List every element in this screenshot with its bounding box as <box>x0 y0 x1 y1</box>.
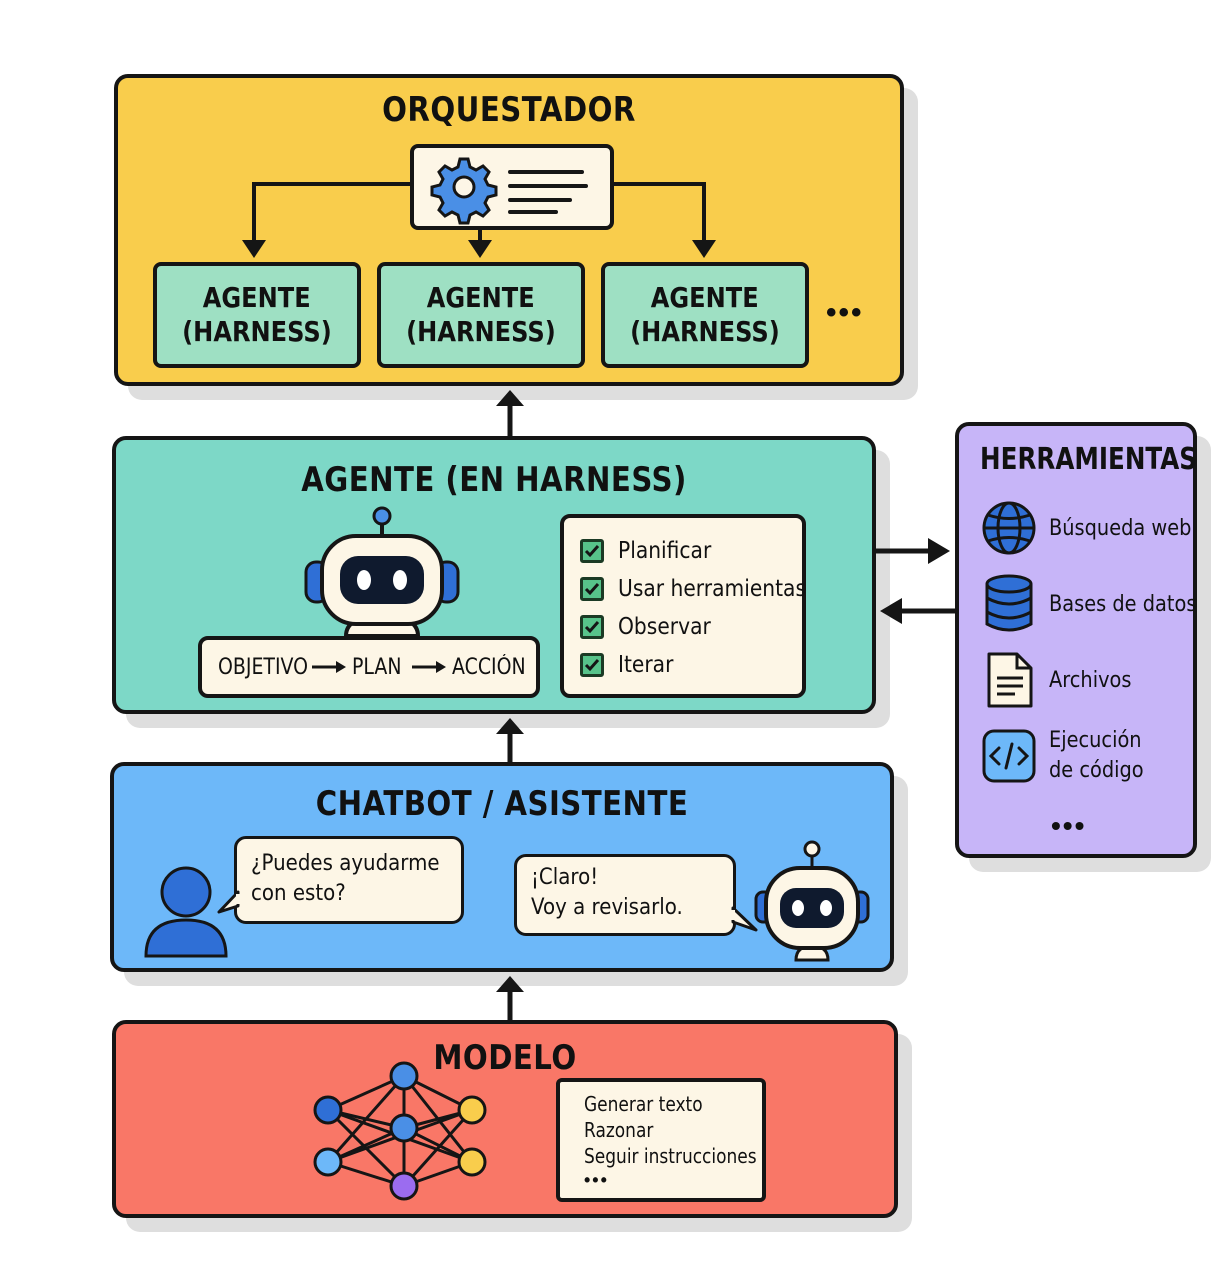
checkbox-checked-icon <box>580 653 604 677</box>
capability-item: Razonar <box>584 1118 654 1142</box>
checkbox-checked-icon <box>580 539 604 563</box>
agent-card-line2: (HARNESS) <box>406 315 556 348</box>
checklist-item: Observar <box>580 612 723 642</box>
agent-card-line1: AGENTE <box>203 281 311 314</box>
database-icon <box>985 574 1033 632</box>
tool-item-files: Archivos <box>981 650 1143 710</box>
tools-panel: HERRAMIENTAS Búsqueda web Bases de datos <box>955 422 1197 858</box>
user-message-bubble: ¿Puedes ayudarme con esto? <box>234 836 464 924</box>
arrow-model-to-chatbot <box>496 976 524 1020</box>
tool-item-databases: Bases de datos <box>981 574 1217 634</box>
bot-message-bubble: ¡Claro! Voy a revisarlo. <box>514 854 736 936</box>
user-message-line2: con esto? <box>251 881 346 906</box>
neural-network-icon <box>313 1061 487 1201</box>
arrow-tools-to-agent <box>880 598 956 624</box>
flow-step-goal: OBJETIVO <box>218 655 309 680</box>
capability-item: Generar texto <box>584 1092 703 1116</box>
tool-label-line1: Ejecución <box>1049 728 1142 753</box>
tool-label-line2: de código <box>1049 758 1144 783</box>
orchestrator-layer: ORQUESTADOR <box>114 74 904 386</box>
bot-message-line2: Voy a revisarlo. <box>531 895 683 920</box>
model-capabilities: Generar texto Razonar Seguir instruccion… <box>556 1078 766 1202</box>
tool-label: Archivos <box>1049 667 1132 693</box>
bot-message-line1: ¡Claro! <box>531 865 599 890</box>
orchestrator-control-card <box>410 144 614 230</box>
agent-card-line2: (HARNESS) <box>182 315 332 348</box>
checklist-label: Observar <box>618 614 711 640</box>
agent-checklist: Planificar Usar herramientas Observar It… <box>560 514 806 698</box>
model-layer: MODELO <box>112 1020 898 1218</box>
user-message-line1: ¿Puedes ayudarme <box>251 851 440 876</box>
model-title: MODELO <box>433 1038 577 1078</box>
chatbot-title: CHATBOT / ASISTENTE <box>315 784 689 824</box>
checklist-item: Usar herramientas <box>580 574 832 604</box>
tools-title: HERRAMIENTAS <box>980 442 1198 477</box>
code-icon <box>982 729 1036 783</box>
tool-label-two-line: Ejecución de código <box>1049 726 1157 786</box>
capabilities-ellipsis: ••• <box>584 1170 609 1190</box>
flow-step-plan: PLAN <box>352 655 402 680</box>
user-bubble-tail <box>217 890 240 914</box>
flow-arrows <box>312 661 446 673</box>
user-avatar-icon <box>144 866 228 958</box>
arrow-agent-to-orchestrator <box>496 390 524 438</box>
checkbox-checked-icon <box>580 577 604 601</box>
orchestrator-agent-card-1: AGENTE (HARNESS) <box>153 262 361 368</box>
checklist-item: Planificar <box>580 536 724 566</box>
goal-plan-action-flow: OBJETIVO PLAN ACCIÓN <box>198 636 540 698</box>
checkbox-checked-icon <box>580 615 604 639</box>
orchestrator-connectors <box>242 182 716 258</box>
chatbot-layer: CHATBOT / ASISTENTE ¿Puedes ayudarme con… <box>110 762 894 972</box>
tool-label: Bases de datos <box>1049 591 1197 617</box>
bot-bubble-tail <box>731 906 758 932</box>
lines-icon <box>508 170 588 214</box>
orchestrator-agent-card-2: AGENTE (HARNESS) <box>377 262 585 368</box>
agent-title: AGENTE (EN HARNESS) <box>301 460 687 500</box>
file-icon <box>987 652 1033 708</box>
tools-ellipsis: ••• <box>1051 810 1087 841</box>
checklist-item: Iterar <box>580 650 681 680</box>
checklist-label: Iterar <box>618 652 674 678</box>
orchestrator-title: ORQUESTADOR <box>382 90 636 130</box>
robot-icon <box>304 506 460 638</box>
agent-card-line1: AGENTE <box>651 281 759 314</box>
gear-icon <box>430 157 498 225</box>
orchestrator-ellipsis: ••• <box>826 296 864 329</box>
agent-layer: AGENTE (EN HARNESS) OBJETIVO PLAN ACCIÓN <box>112 436 876 714</box>
flow-step-action: ACCIÓN <box>452 655 526 680</box>
checklist-label: Planificar <box>618 538 712 564</box>
agent-card-line2: (HARNESS) <box>630 315 780 348</box>
tool-item-code-execution: Ejecución de código <box>981 726 1157 786</box>
agent-card-line1: AGENTE <box>427 281 535 314</box>
capability-item: Seguir instrucciones <box>584 1144 757 1168</box>
bot-avatar-icon <box>754 840 870 962</box>
checklist-label: Usar herramientas <box>618 576 807 602</box>
tool-item-web-search: Búsqueda web <box>981 500 1211 556</box>
arrow-chatbot-to-agent <box>496 718 524 762</box>
arrow-agent-to-tools <box>876 538 950 564</box>
orchestrator-agent-card-3: AGENTE (HARNESS) <box>601 262 809 368</box>
globe-icon <box>982 501 1036 555</box>
tool-label: Búsqueda web <box>1049 515 1192 541</box>
